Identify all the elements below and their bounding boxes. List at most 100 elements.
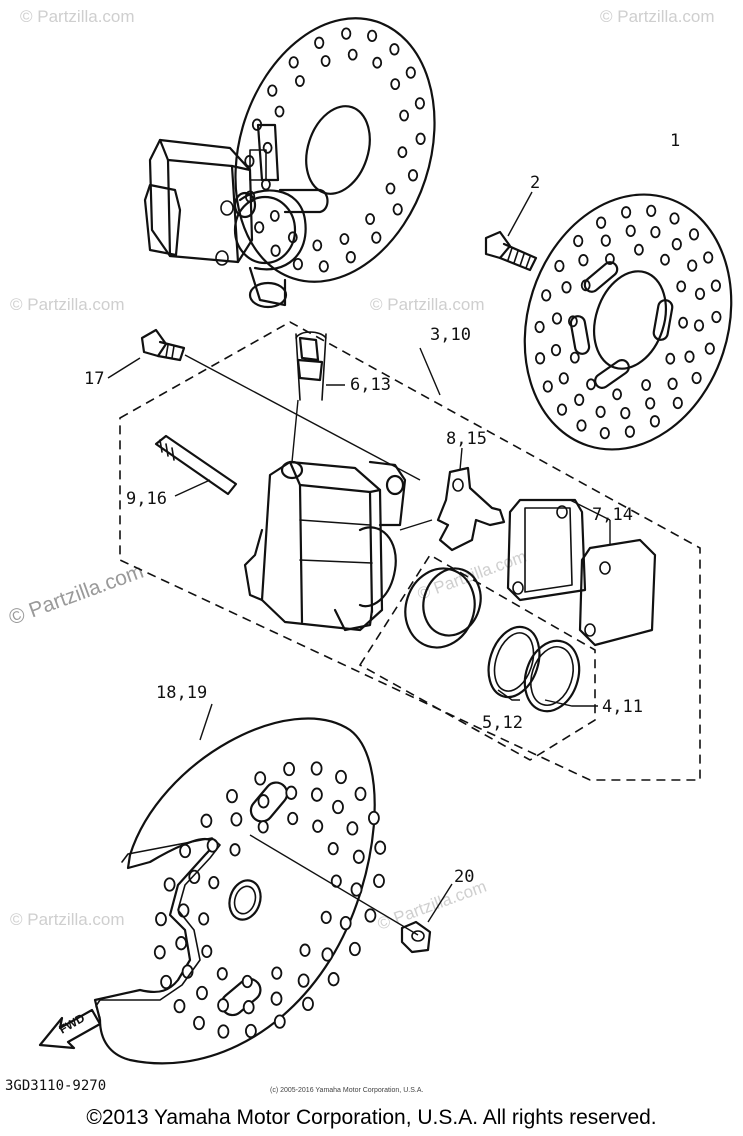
disc-vent-hole [672,396,683,410]
leader-line [544,699,598,707]
disc-vent-hole [160,974,173,990]
leader-line [507,191,533,237]
disc-vent-hole [335,769,347,785]
disc-vent-hole [283,761,296,777]
rear-disc-illustration [93,717,387,1065]
disc-vent-hole [198,912,210,926]
disc-vent-hole [312,239,323,252]
disc-vent-hole [153,945,166,960]
leader-line [419,347,441,396]
disc-vent-hole [339,915,352,931]
disc-vent-hole [350,882,363,897]
watermark: © Partzilla.com [600,7,715,26]
disc-vent-hole [399,109,410,122]
disc-vent-hole [634,243,644,256]
disc-vent-hole [310,787,323,802]
disc-vent-hole [556,403,568,416]
disc-vent-hole [678,316,688,329]
disc-vent-hole [257,820,269,834]
disc-vent-hole [371,231,382,244]
disc-vent-hole [407,169,419,182]
disc-vent-hole [354,786,367,802]
disc-vent-hole [645,397,656,410]
disc-vent-hole [299,943,311,957]
disc-vent-hole [274,105,285,118]
disc-vent-hole [216,967,228,981]
disc-vent-hole [270,244,281,257]
disc-vent-hole [671,238,682,251]
disc-vent-hole [367,810,380,826]
dust-seal-illustration [523,639,581,713]
leader-line [291,399,299,463]
disc-vent-hole [348,941,361,957]
disc-vent-hole [693,319,705,332]
copyright-footer: ©2013 Yamaha Motor Corporation, U.S.A. A… [86,1106,657,1129]
forward-arrow-icon: FWD [38,1008,102,1050]
disc-vent-hole [665,352,676,365]
disc-vent-hole [302,996,314,1012]
leader-line [199,703,213,741]
callout-8-15: 8,15 [446,429,487,449]
disc-vent-hole [688,228,700,241]
caliper-bolt-illustration [140,328,186,362]
disc-vent-hole [711,310,722,324]
disc-vent-hole [542,380,553,393]
disc-vent-hole [332,799,344,815]
disc-vent-hole [595,216,607,229]
disc-vent-hole [188,869,201,885]
disc-vent-hole [364,908,377,923]
disc-vent-hole [229,843,241,857]
watermark: © Partzilla.com [6,560,147,630]
disc-vent-hole [318,260,329,273]
callout-17: 17 [84,369,104,389]
disc-vent-hole [600,234,611,247]
disc-vent-hole [366,29,378,43]
disc-vent-hole [339,233,350,245]
small-copyright: (c) 2005-2016 Yamaha Motor Corporation, … [270,1087,423,1094]
disc-vent-hole [660,253,670,266]
disc-vent-hole [242,1000,255,1015]
disc-vent-hole [667,377,678,390]
disc-vent-hole [208,875,220,890]
disc-vent-hole [554,259,565,273]
disc-vent-hole [175,936,188,951]
disc-vent-hole [676,280,687,293]
disc-vent-hole [230,812,243,827]
leader-line [427,883,453,923]
disc-vent-hole [285,785,298,800]
disc-vent-hole [541,289,552,302]
gasket-outline [95,837,221,1019]
disc-vent-hole [392,203,403,216]
disc-vent-hole [273,1014,286,1029]
disc-vent-hole [271,966,283,980]
disc-vent-hole [347,48,358,61]
disc-vent-hole [287,811,299,826]
disc-vent-hole [314,36,325,49]
disc-vent-hole [321,947,334,962]
callout-5-12: 5,12 [482,713,523,733]
disc-vent-hole [267,84,278,97]
disc-vent-hole [217,1024,230,1039]
disc-vent-hole [703,251,714,264]
leader-line [249,834,419,936]
piston-seal-illustration [487,625,541,699]
disc-vent-hole [346,821,359,836]
disc-vent-hole [586,378,596,391]
callout-18-19: 18,19 [156,683,207,703]
disc-vent-hole [341,27,352,40]
disc-vent-hole [320,55,331,67]
disc-vent-hole [345,251,356,264]
disc-vent-hole [288,56,299,69]
disc-vent-hole [297,973,310,988]
leader-line [459,447,463,471]
disc-vent-hole [561,281,572,294]
disc-vent-hole [373,873,385,889]
disc-vent-hole [217,998,230,1013]
disc-vent-hole [625,224,636,238]
disc-vent-hole [269,209,280,222]
disc-vent-hole [650,225,661,239]
disc-vent-hole [173,998,186,1014]
disc-vent-hole [179,843,192,859]
disc-vent-hole [397,146,408,159]
disc-vent-hole [155,911,167,927]
